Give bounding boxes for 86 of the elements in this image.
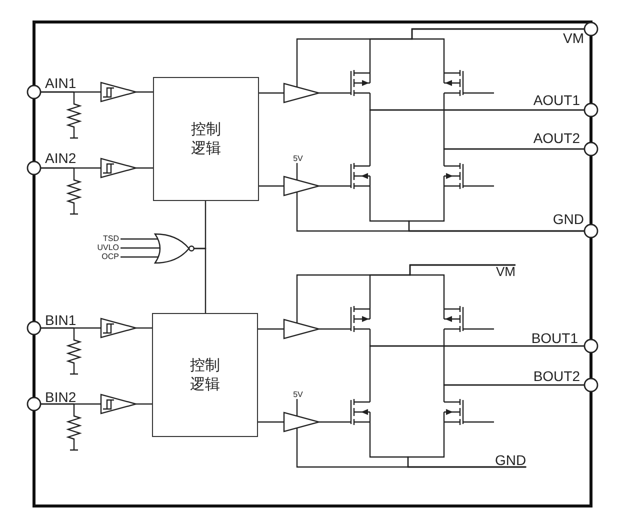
wire xyxy=(120,238,158,240)
block-label: 控制逻辑 xyxy=(189,356,221,394)
wire xyxy=(120,247,160,249)
pin-label: BOUT2 xyxy=(533,369,580,383)
pin-label: AIN2 xyxy=(45,151,76,165)
wire xyxy=(463,185,494,187)
wire xyxy=(407,425,526,468)
schmitt-buffer-symbol xyxy=(100,318,138,338)
net-label: VM xyxy=(496,265,516,278)
pin-terminal xyxy=(584,224,598,238)
wire xyxy=(463,92,494,94)
mosfet-symbol xyxy=(350,305,371,333)
wire xyxy=(40,167,74,169)
wire xyxy=(258,328,284,330)
wire xyxy=(259,185,284,187)
wire xyxy=(136,91,153,93)
pull-down-resistor-symbol xyxy=(66,167,82,215)
logic-block xyxy=(152,313,258,437)
wire xyxy=(296,399,298,416)
wire xyxy=(443,148,584,163)
wire xyxy=(369,345,584,399)
wire xyxy=(369,109,584,163)
wire xyxy=(409,264,516,306)
nor-gate-symbol xyxy=(154,233,194,264)
schmitt-buffer-symbol xyxy=(100,82,138,102)
gate-driver-symbol xyxy=(283,412,322,432)
pin-terminal xyxy=(584,142,598,156)
wire xyxy=(319,92,351,94)
signal-label: TSD xyxy=(103,235,119,243)
pin-label: VM xyxy=(563,31,584,45)
signal-label: OCP xyxy=(102,253,119,261)
mosfet-symbol xyxy=(350,162,371,190)
pin-terminal xyxy=(26,320,42,336)
pin-label: AIN1 xyxy=(45,76,76,90)
wire xyxy=(136,403,152,405)
wire xyxy=(296,163,298,180)
pin-terminal xyxy=(26,84,42,100)
wire xyxy=(463,328,494,330)
wire xyxy=(443,384,584,399)
wire xyxy=(136,327,152,329)
wire xyxy=(40,327,74,329)
supply-label: 5V xyxy=(293,391,303,399)
mosfet-symbol xyxy=(443,69,464,97)
wire xyxy=(408,189,584,232)
pin-label: BOUT1 xyxy=(531,331,578,345)
pin-terminal xyxy=(584,102,598,118)
wire xyxy=(194,248,206,313)
supply-label: 5V xyxy=(293,155,303,163)
pin-terminal xyxy=(26,160,42,176)
pin-label: BIN1 xyxy=(45,313,76,327)
wire xyxy=(40,91,74,93)
wire xyxy=(463,421,494,423)
pull-down-resistor-symbol xyxy=(66,91,82,139)
wire xyxy=(411,28,584,70)
mosfet-symbol xyxy=(350,398,371,426)
pin-label: AOUT2 xyxy=(533,131,580,145)
gate-driver-symbol xyxy=(283,176,322,196)
gate-driver-symbol xyxy=(283,82,322,104)
mosfet-symbol xyxy=(443,398,464,426)
pull-down-resistor-symbol xyxy=(66,403,82,451)
wire xyxy=(40,403,74,405)
pin-label: AOUT1 xyxy=(533,93,580,107)
mosfet-symbol xyxy=(443,162,464,190)
schmitt-buffer-symbol xyxy=(100,158,138,178)
logic-block xyxy=(153,77,259,201)
wire xyxy=(319,185,351,187)
wire xyxy=(136,167,153,169)
pin-label: GND xyxy=(552,212,584,226)
wire xyxy=(319,421,351,423)
wire xyxy=(319,328,351,330)
pin-terminal xyxy=(26,396,42,412)
mosfet-symbol xyxy=(350,69,371,97)
signal-label: UVLO xyxy=(97,244,119,252)
wire xyxy=(120,256,158,258)
wire xyxy=(258,421,284,423)
gate-driver-symbol xyxy=(283,318,322,340)
mosfet-symbol xyxy=(443,305,464,333)
pin-label: BIN2 xyxy=(45,390,76,404)
pull-down-resistor-symbol xyxy=(66,327,82,375)
pin-terminal xyxy=(584,22,598,36)
block-label: 控制逻辑 xyxy=(190,120,222,158)
net-label: GND xyxy=(495,453,526,467)
pin-terminal xyxy=(584,338,598,354)
schmitt-buffer-symbol xyxy=(100,394,138,414)
pin-terminal xyxy=(584,378,598,392)
wire xyxy=(259,92,284,94)
